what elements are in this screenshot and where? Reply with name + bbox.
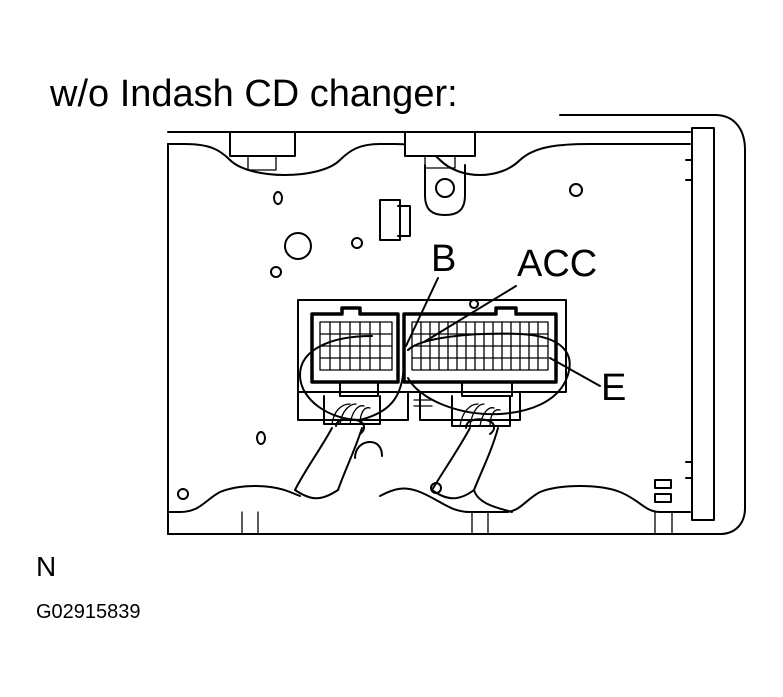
wire-harness-right: [407, 332, 571, 513]
radio-housing: [167, 114, 746, 535]
leader-b: [405, 277, 439, 347]
connector-b: [310, 306, 400, 397]
callout-acc: ACC: [517, 243, 597, 285]
footnote-letter: N: [36, 551, 57, 582]
leader-acc: [423, 285, 517, 343]
callout-e: E: [601, 367, 626, 409]
wire-harness-left: [294, 335, 405, 500]
connector-block: [297, 299, 567, 421]
leader-e: [549, 357, 601, 387]
callout-b: B: [431, 238, 456, 280]
panel-holes: [177, 183, 583, 500]
callout-leaders: [405, 277, 601, 387]
diagram-title: w/o Indash CD changer:: [50, 73, 458, 115]
figure-id: G02915839: [36, 601, 141, 623]
connector-acc-e: [402, 306, 558, 397]
